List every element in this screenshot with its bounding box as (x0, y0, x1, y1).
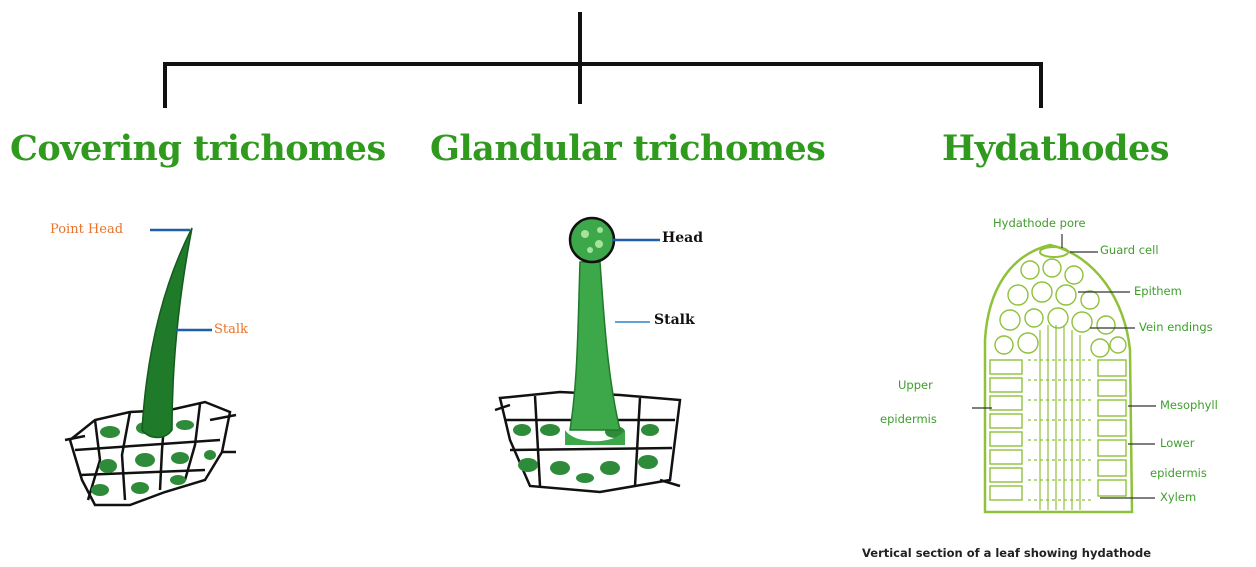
label-lower-epidermis-line1: Lower (1160, 436, 1194, 450)
caption-hydathode: Vertical section of a leaf showing hydat… (862, 546, 1151, 560)
epidermis-cell-rows (990, 360, 1126, 500)
label-hydathode-pore: Hydathode pore (993, 216, 1086, 230)
epithem-cells (995, 259, 1126, 357)
label-epithem: Epithem (1134, 284, 1182, 298)
label-mesophyll: Mesophyll (1160, 398, 1218, 412)
label-guard-cell: Guard cell (1100, 243, 1159, 257)
label-upper-epidermis-line1: Upper (898, 378, 933, 392)
guard-cells (1040, 247, 1068, 257)
label-vein-endings: Vein endings (1139, 320, 1213, 334)
label-xylem: Xylem (1160, 490, 1196, 504)
label-lower-epidermis-line2: epidermis (1150, 466, 1207, 480)
xylem-vessels (1028, 325, 1092, 510)
label-upper-epidermis-line2: epidermis (880, 412, 937, 426)
